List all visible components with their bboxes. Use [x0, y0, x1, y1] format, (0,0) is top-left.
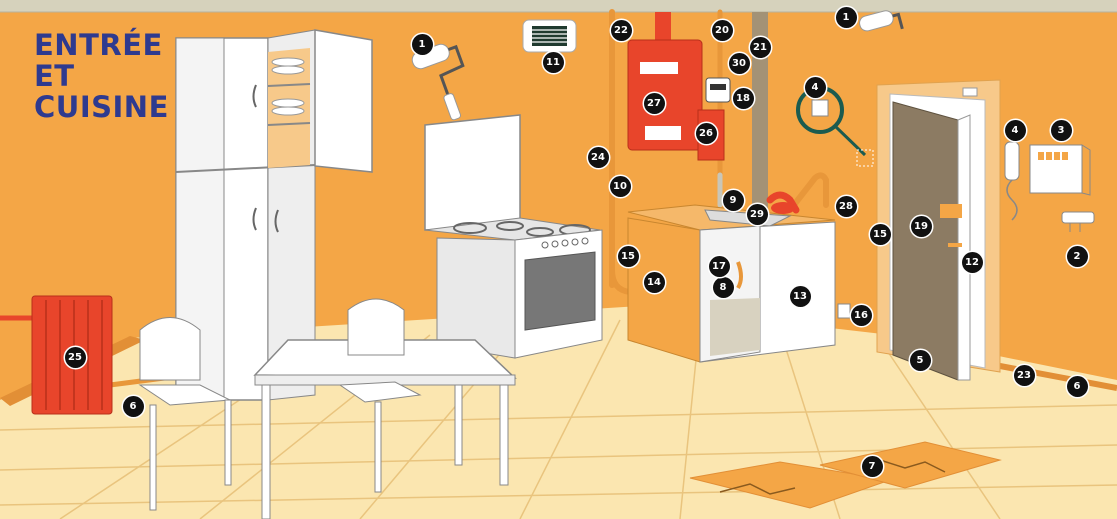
top-border: [0, 0, 1117, 12]
marker-5: 5: [910, 350, 931, 371]
marker-18: 18: [733, 88, 754, 109]
marker-4: 4: [805, 77, 826, 98]
marker-25: 25: [65, 347, 86, 368]
marker-16: 16: [851, 305, 872, 326]
marker-29: 29: [747, 204, 768, 225]
marker-6: 6: [1067, 376, 1088, 397]
marker-1: 1: [412, 34, 433, 55]
title-line: ENTRÉE: [34, 30, 169, 61]
marker-10: 10: [610, 176, 631, 197]
marker-15: 15: [870, 224, 891, 245]
marker-28: 28: [836, 196, 857, 217]
faucet-icon: [770, 195, 796, 214]
marker-27: 27: [644, 93, 665, 114]
electrical-panel-icon: [1030, 145, 1090, 195]
marker-11: 11: [543, 52, 564, 73]
marker-30: 30: [729, 53, 750, 74]
marker-17: 17: [709, 256, 730, 277]
entrance-door: [877, 80, 1000, 380]
page-title: ENTRÉE ET CUISINE: [34, 30, 169, 123]
marker-4: 4: [1005, 120, 1026, 141]
marker-19: 19: [911, 216, 932, 237]
marker-7: 7: [862, 456, 883, 477]
marker-26: 26: [696, 123, 717, 144]
marker-6: 6: [123, 396, 144, 417]
marker-2: 2: [1067, 246, 1088, 267]
vent-grille-icon: [523, 20, 576, 52]
marker-1: 1: [836, 7, 857, 28]
marker-13: 13: [790, 286, 811, 307]
marker-8: 8: [713, 277, 734, 298]
marker-22: 22: [611, 20, 632, 41]
marker-3: 3: [1051, 120, 1072, 141]
meter-icon: [706, 78, 730, 102]
title-line: ET: [34, 61, 169, 92]
marker-24: 24: [588, 147, 609, 168]
socket-icon: [838, 304, 850, 318]
marker-21: 21: [750, 37, 771, 58]
marker-23: 23: [1014, 365, 1035, 386]
title-line: CUISINE: [34, 92, 169, 123]
marker-14: 14: [644, 272, 665, 293]
marker-20: 20: [712, 20, 733, 41]
marker-12: 12: [962, 252, 983, 273]
marker-15: 15: [618, 246, 639, 267]
marker-9: 9: [723, 190, 744, 211]
